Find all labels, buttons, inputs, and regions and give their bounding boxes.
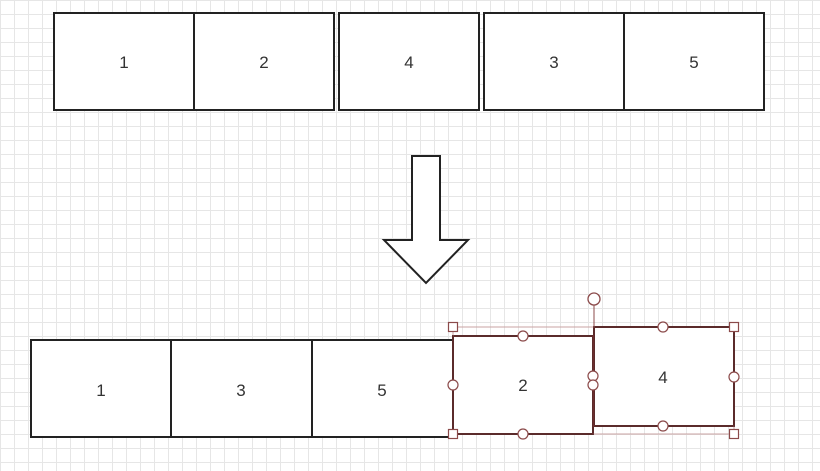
top-box-2[interactable]: 2 xyxy=(193,12,335,111)
bottom-box-2[interactable]: 3 xyxy=(170,339,313,438)
top-box-4[interactable]: 3 xyxy=(483,12,625,111)
top-row: 1 2 4 3 5 xyxy=(53,12,765,111)
top-box-1[interactable]: 1 xyxy=(53,12,195,111)
resize-handle-right-mid-c[interactable] xyxy=(728,371,740,383)
bottom-box-5[interactable]: 4 xyxy=(593,326,735,427)
resize-handle-top-mid-a[interactable] xyxy=(517,330,529,342)
bottom-box-3-label: 5 xyxy=(377,381,386,400)
bottom-box-3[interactable]: 5 xyxy=(311,339,454,438)
bottom-row: 1 3 5 2 4 xyxy=(30,326,735,438)
resize-handle-top-left[interactable] xyxy=(447,321,459,333)
top-box-4-label: 3 xyxy=(549,53,558,72)
selection-overlay xyxy=(447,292,740,440)
bottom-box-2-label: 3 xyxy=(236,381,245,400)
top-box-3[interactable]: 4 xyxy=(338,12,480,111)
resize-handle-bottom-mid-b[interactable] xyxy=(657,420,669,432)
resize-handle-bottom-mid-a[interactable] xyxy=(517,428,529,440)
top-box-5-label: 5 xyxy=(689,53,698,72)
top-box-1-label: 1 xyxy=(119,53,128,72)
resize-handle-right-mid-b[interactable] xyxy=(587,379,599,391)
down-arrow-icon[interactable] xyxy=(381,155,471,285)
top-box-5[interactable]: 5 xyxy=(623,12,765,111)
bottom-box-1-label: 1 xyxy=(96,381,105,400)
resize-handle-bottom-right[interactable] xyxy=(728,428,740,440)
top-box-3-label: 4 xyxy=(404,53,413,72)
rotate-handle[interactable] xyxy=(587,292,601,306)
bottom-box-4-label: 2 xyxy=(518,376,527,395)
resize-handle-bottom-left[interactable] xyxy=(447,428,459,440)
bottom-box-1[interactable]: 1 xyxy=(30,339,172,438)
bottom-box-5-label: 4 xyxy=(658,368,667,387)
resize-handle-top-mid-b[interactable] xyxy=(657,321,669,333)
resize-handle-top-right[interactable] xyxy=(728,321,740,333)
top-box-2-label: 2 xyxy=(259,53,268,72)
bottom-box-4[interactable]: 2 xyxy=(452,335,594,435)
resize-handle-left-mid[interactable] xyxy=(447,379,459,391)
